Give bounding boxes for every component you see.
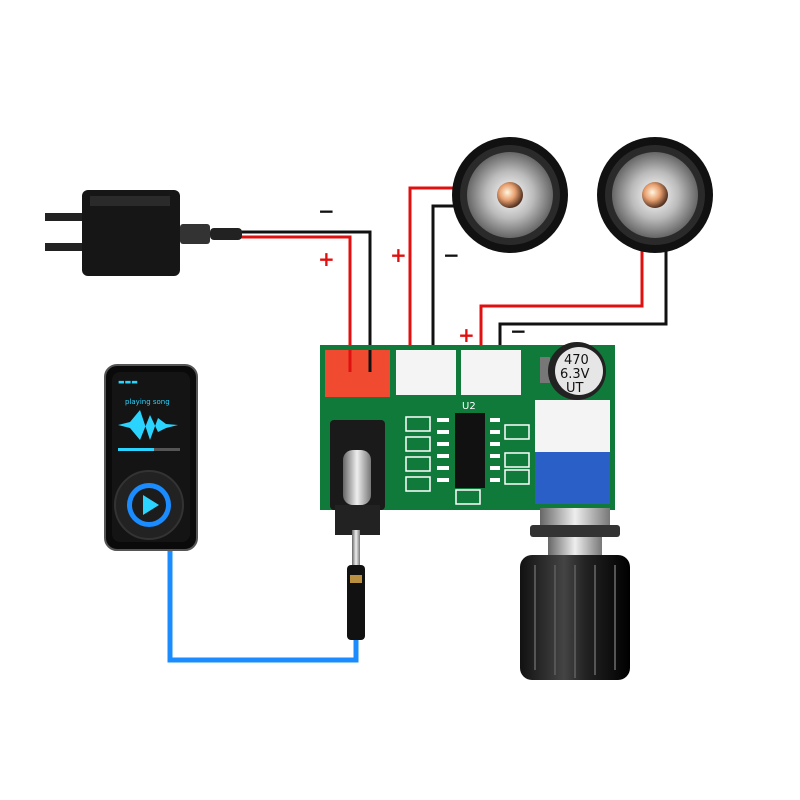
capacitor-voltage: 6.3V <box>560 367 590 382</box>
power-wires <box>240 230 372 365</box>
left-speaker-positive-label: + <box>390 243 407 267</box>
right-speaker-connector <box>461 350 521 395</box>
playback-progress <box>118 448 154 451</box>
mp3-player: ▬▬▬ playing song <box>104 364 198 551</box>
left-speaker <box>452 137 568 253</box>
power-positive-label: + <box>318 247 335 271</box>
left-speaker-wires <box>408 186 462 370</box>
capacitor-brand: UT <box>566 381 584 396</box>
potentiometer <box>535 400 610 452</box>
audio-plug <box>347 530 365 640</box>
svg-text:▬▬▬: ▬▬▬ <box>118 378 138 386</box>
amplifier-board: U2 470 6.3V UT <box>320 342 615 535</box>
right-speaker-positive-label: + <box>458 323 475 347</box>
right-speaker-negative-label: − <box>510 319 527 343</box>
waveform-icon <box>118 410 178 440</box>
left-speaker-connector <box>396 350 456 395</box>
play-icon <box>143 495 159 515</box>
power-adapter <box>45 190 242 276</box>
power-connector <box>325 350 390 397</box>
chip-label: U2 <box>462 401 476 412</box>
audio-cable <box>167 545 359 663</box>
amplifier-chip <box>455 413 485 488</box>
capacitor-value: 470 <box>564 353 589 368</box>
volume-knob <box>520 508 630 680</box>
right-speaker <box>597 137 713 253</box>
left-speaker-negative-label: − <box>443 243 460 267</box>
player-screen-title: playing song <box>125 398 170 406</box>
power-negative-label: − <box>318 199 335 223</box>
